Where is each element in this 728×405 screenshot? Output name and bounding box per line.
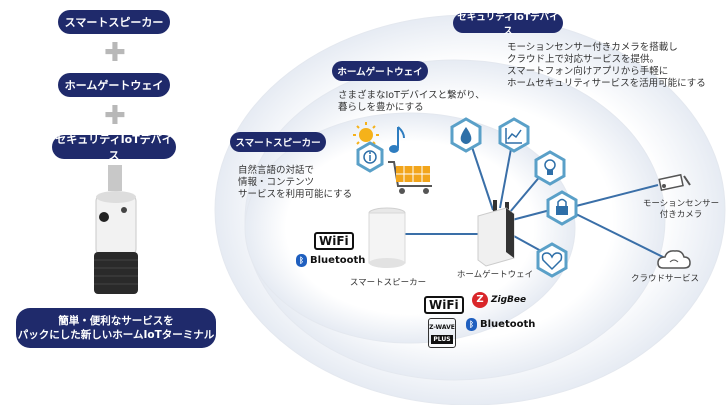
left-item-security-iot: セキュリティIoTデバイス <box>52 133 176 162</box>
home-gateway-label: ホームゲートウェイ <box>456 270 534 280</box>
plus-icon: ✚ <box>104 38 126 68</box>
left-item-home-gateway: ホームゲートウェイ <box>58 73 170 97</box>
bluetooth-icon: ᛒ <box>296 254 307 267</box>
camera-label: モーションセンサー 付きカメラ <box>642 199 720 220</box>
layer-title-security: セキュリティIoTデバイス <box>453 12 563 37</box>
zigbee-text: ZigBee <box>491 295 527 305</box>
layer-title-gateway: ホームゲートウェイ <box>332 61 428 81</box>
layer-title-speaker: スマートスピーカー <box>230 132 326 152</box>
left-item-smart-speaker: スマートスピーカー <box>58 10 170 34</box>
lock-icon <box>546 190 578 226</box>
zwave-text: Z-WAVE <box>429 324 455 331</box>
zwave-plus-text: PLUS <box>431 335 453 344</box>
shopping-cart-icon <box>388 161 432 194</box>
camera-icon <box>658 173 691 192</box>
bluetooth-logo-gateway: ᛒ Bluetooth <box>466 318 535 331</box>
water-drop-icon <box>450 117 482 153</box>
layer-desc-gateway: さまざまなIoTデバイスと繋がり、 暮らしを豊かにする <box>338 90 485 113</box>
bluetooth-text: Bluetooth <box>310 255 366 266</box>
smart-speaker-device <box>368 207 406 268</box>
zigbee-logo: Z ZigBee <box>472 292 526 308</box>
zwave-logo: Z-WAVE PLUS <box>428 318 456 348</box>
cloud-service-label: クラウドサービス <box>630 274 699 284</box>
bluetooth-text: Bluetooth <box>480 319 536 330</box>
gateway-device <box>477 200 515 267</box>
info-icon <box>356 141 384 173</box>
music-note-icon <box>389 126 405 153</box>
zigbee-icon: Z <box>472 292 488 308</box>
chart-icon <box>498 117 530 153</box>
wifi-logo-gateway: WiFi <box>424 296 464 314</box>
smart-speaker-label: スマートスピーカー <box>349 278 427 288</box>
wifi-logo: WiFi <box>314 232 354 250</box>
bluetooth-icon: ᛒ <box>466 318 477 331</box>
terminal-caption: 簡単・便利なサービスを パックにした新しいホームIoTターミナル <box>16 308 216 348</box>
layer-desc-speaker: 自然言語の対話で 情報・コンテンツ サービスを利用可能にする <box>238 165 353 200</box>
lightbulb-icon <box>534 150 566 186</box>
bluetooth-logo: ᛒ Bluetooth <box>296 254 365 267</box>
layer-desc-security: モーションセンサー付きカメラを搭載し クラウド上で対応サービスを提供。 スマート… <box>507 42 706 89</box>
plus-icon: ✚ <box>104 101 126 131</box>
heart-rate-icon <box>536 242 568 278</box>
inner-layer-ellipse <box>244 112 576 344</box>
cloud-icon <box>657 250 691 269</box>
